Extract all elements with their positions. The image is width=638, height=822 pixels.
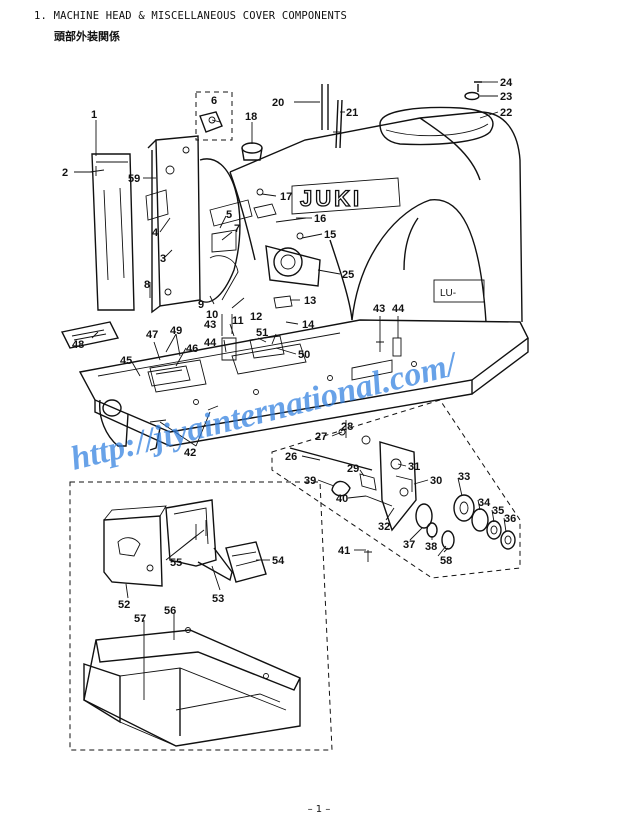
- callout-50: 50: [298, 349, 310, 361]
- callout-6: 6: [211, 95, 217, 107]
- callout-1: 1: [91, 109, 97, 121]
- callout-23: 23: [500, 91, 512, 103]
- group-frame-covers: [69, 481, 333, 751]
- callout-39: 39: [304, 475, 316, 487]
- leader-lines: [74, 81, 507, 700]
- callout-41: 41: [338, 545, 350, 557]
- callout-16: 16: [314, 213, 326, 225]
- callout-57: 57: [134, 613, 146, 625]
- callout-40: 40: [336, 493, 348, 505]
- callout-44-lower: 44: [204, 337, 217, 349]
- callout-8: 8: [144, 279, 150, 291]
- callout-25: 25: [342, 269, 354, 281]
- cover-components: [83, 499, 301, 747]
- callout-51: 51: [256, 327, 268, 339]
- callout-12: 12: [250, 311, 262, 323]
- callout-5: 5: [226, 209, 232, 221]
- callout-22: 22: [500, 107, 512, 119]
- page-title: 1. MACHINE HEAD & MISCELLANEOUS COVER CO…: [34, 10, 348, 22]
- callout-35: 35: [492, 505, 504, 517]
- model-plate: LU-: [440, 288, 456, 299]
- callout-30: 30: [430, 475, 442, 487]
- callout-4: 4: [152, 227, 159, 239]
- callout-labels: 1 2 3 4 5 6 7 8 9 10 11 12 13 14 15 16 1…: [62, 77, 516, 625]
- callout-11: 11: [232, 315, 244, 327]
- callout-49: 49: [170, 325, 182, 337]
- callout-24: 24: [500, 77, 513, 89]
- callout-44-upper: 44: [392, 303, 405, 315]
- callout-15: 15: [324, 229, 336, 241]
- callout-58: 58: [440, 555, 452, 567]
- callout-3: 3: [160, 253, 166, 265]
- callout-14: 14: [302, 319, 315, 331]
- callout-17: 17: [280, 191, 292, 203]
- callout-2: 2: [62, 167, 68, 179]
- callout-21: 21: [346, 107, 358, 119]
- group-frame-bobbin-winder: [271, 399, 521, 579]
- callout-27: 27: [315, 431, 327, 443]
- callout-52: 52: [118, 599, 130, 611]
- page-subtitle: 頭部外装関係: [54, 30, 120, 43]
- callout-10: 10: [206, 309, 218, 321]
- machine-head: JUKI LU-: [60, 81, 529, 451]
- callout-9: 9: [198, 299, 204, 311]
- callout-26: 26: [285, 451, 297, 463]
- callout-45: 45: [120, 355, 132, 367]
- callout-28: 28: [341, 421, 353, 433]
- callout-33: 33: [458, 471, 470, 483]
- callout-47: 47: [146, 329, 158, 341]
- callout-48: 48: [72, 339, 84, 351]
- brand-logo: JUKI: [300, 186, 362, 211]
- callout-53: 53: [212, 593, 224, 605]
- callout-43-lower: 43: [204, 319, 216, 331]
- callout-13: 13: [304, 295, 316, 307]
- callout-36: 36: [504, 513, 516, 525]
- callout-32: 32: [378, 521, 390, 533]
- group-frame-part-6: [195, 91, 233, 141]
- callout-18: 18: [245, 111, 257, 123]
- callout-34: 34: [478, 497, 491, 509]
- page-number: – 1 –: [307, 804, 331, 815]
- callout-54: 54: [272, 555, 285, 567]
- callout-46: 46: [186, 343, 198, 355]
- callout-56: 56: [164, 605, 176, 617]
- callout-55: 55: [170, 557, 182, 569]
- bobbin-winder-assembly: [289, 428, 516, 562]
- callout-59: 59: [128, 173, 140, 185]
- callout-31: 31: [408, 461, 420, 473]
- callout-38: 38: [425, 541, 437, 553]
- callout-43-upper: 43: [373, 303, 385, 315]
- callout-7: 7: [234, 223, 240, 235]
- callout-20: 20: [272, 97, 284, 109]
- callout-37: 37: [403, 539, 415, 551]
- callout-42: 42: [184, 447, 196, 459]
- callout-29: 29: [347, 463, 359, 475]
